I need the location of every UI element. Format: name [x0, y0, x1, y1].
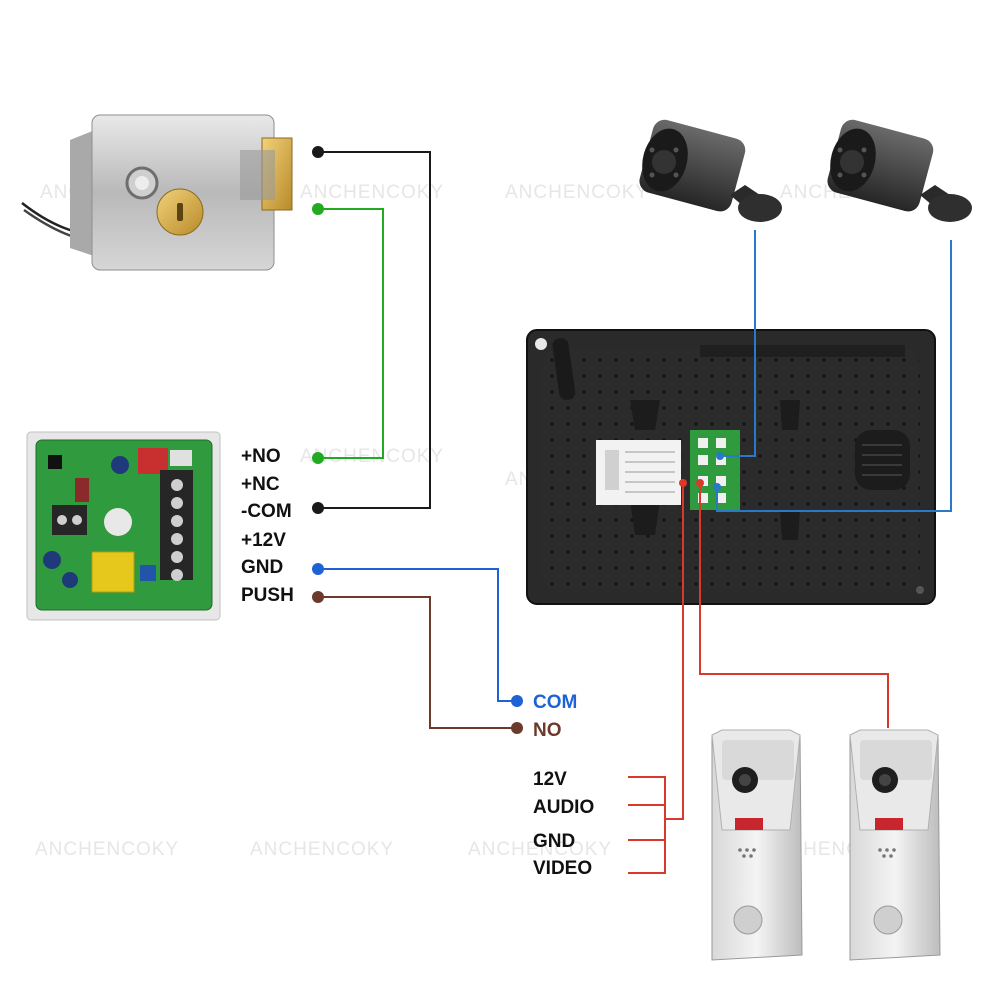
wires	[318, 151, 952, 874]
terminal-label-com: -COM	[241, 501, 292, 522]
watermark-8: ANCHENCOKY	[250, 839, 394, 860]
button-dot-no	[511, 722, 523, 734]
terminal-label-no: +NO	[241, 446, 281, 467]
wire-gnd-to-button-com	[318, 568, 517, 702]
wire-doorbell-bundle	[628, 776, 666, 874]
terminal-label-nc: +NC	[241, 474, 280, 495]
power-controller-image	[26, 431, 221, 621]
wire-push-to-button-no	[318, 596, 517, 729]
terminal-dot-gnd	[312, 563, 324, 575]
lock-terminal-dot-2	[312, 203, 324, 215]
doorbell-image-2	[849, 729, 941, 961]
exit-button-labels: COM NO	[533, 692, 577, 741]
watermark-7: ANCHENCOKY	[35, 839, 179, 860]
electric-lock-image	[21, 114, 293, 271]
camera-image-2	[827, 119, 972, 222]
button-label-com: COM	[533, 692, 577, 713]
terminal-dots	[312, 146, 724, 734]
doorbell-wire-labels: 12V AUDIO GND VIDEO	[533, 769, 594, 879]
watermark-3: ANCHENCOKY	[505, 182, 649, 203]
watermark-9: ANCHENCOKY	[468, 839, 612, 860]
terminal-dot-com	[312, 502, 324, 514]
terminal-dot-push	[312, 591, 324, 603]
controller-terminal-labels: +NO +NC -COM +12V GND PUSH	[241, 446, 294, 606]
watermark-2: ANCHENCOKY	[300, 182, 444, 203]
wire-camera2	[716, 240, 952, 512]
terminal-label-push: PUSH	[241, 585, 294, 606]
indoor-monitor-image	[526, 329, 936, 605]
doorbell-label-gnd: GND	[533, 831, 575, 852]
monitor-dot-camera1	[716, 452, 724, 460]
camera-image-1	[639, 119, 782, 222]
wire-doorbell2	[699, 483, 889, 728]
doorbell-image-1	[711, 729, 803, 961]
doorbell-label-12v: 12V	[533, 769, 567, 790]
terminal-dot-no	[312, 452, 324, 464]
button-dot-com	[511, 695, 523, 707]
wire-lock-to-com	[318, 151, 431, 509]
wire-camera1	[720, 230, 756, 457]
lock-terminal-dot-1	[312, 146, 324, 158]
terminal-label-12v: +12V	[241, 530, 286, 551]
monitor-dot-doorbell1	[679, 479, 687, 487]
terminal-label-gnd: GND	[241, 557, 283, 578]
monitor-dot-camera2	[713, 483, 721, 491]
wire-doorbell1	[665, 483, 684, 820]
watermark-5: ANCHENCOKY	[300, 446, 444, 467]
doorbell-label-audio: AUDIO	[533, 797, 594, 818]
doorbell-label-video: VIDEO	[533, 858, 592, 879]
wire-lock-to-no	[318, 208, 384, 459]
monitor-dot-doorbell2	[696, 479, 704, 487]
button-label-no: NO	[533, 720, 562, 741]
